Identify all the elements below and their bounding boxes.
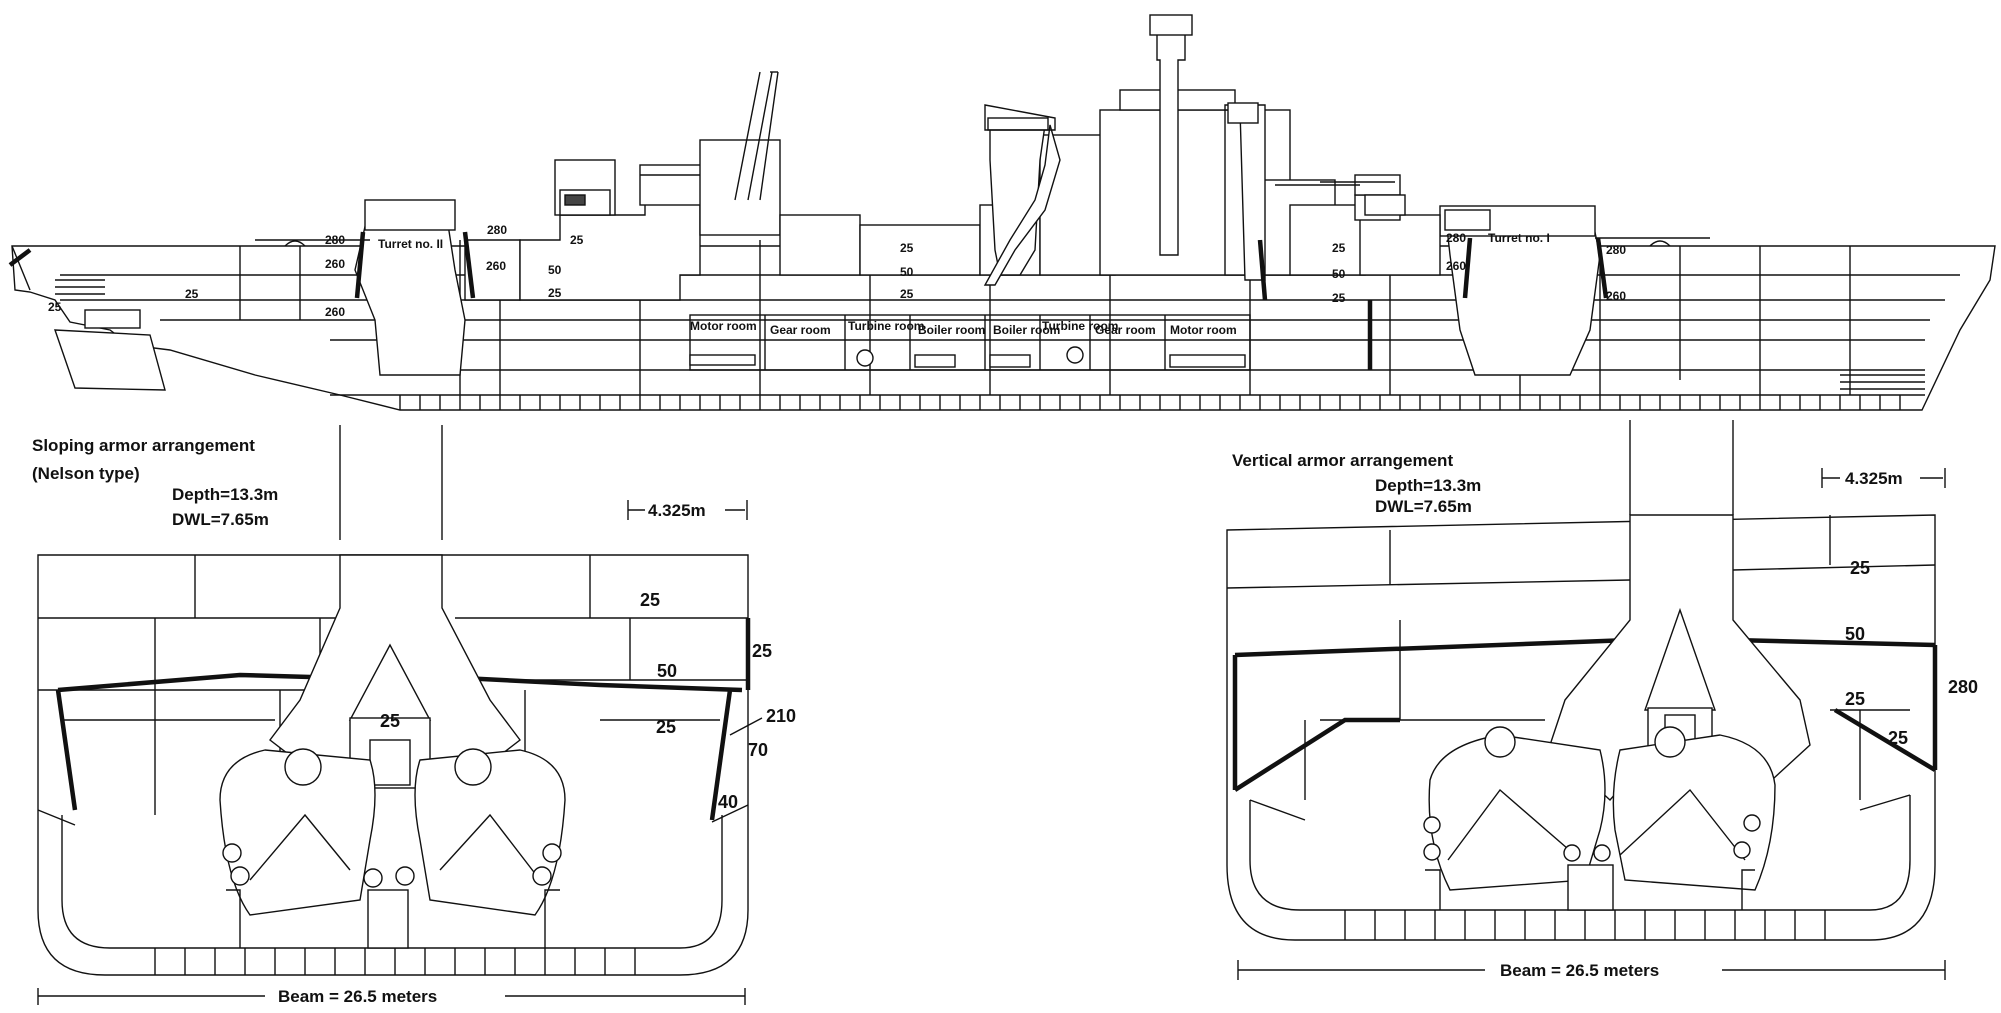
armor-label: 260 — [1606, 289, 1626, 303]
armor-value: 50 — [1845, 624, 1865, 644]
depth-label: Depth=13.3m — [172, 485, 278, 504]
room-label: Gear room — [770, 323, 831, 337]
armor-label: 25 — [48, 300, 62, 314]
armor-label: 25 — [900, 241, 914, 255]
room-label: Gear room — [1095, 323, 1156, 337]
turret-2-label: Turret no. II — [378, 237, 443, 251]
room-label: Turbine room — [848, 319, 924, 333]
armor-label: 50 — [548, 263, 562, 277]
armor-label: 25 — [1332, 241, 1346, 255]
section-title: Sloping armor arrangement — [32, 436, 255, 455]
armor-label: 260 — [1446, 259, 1466, 273]
armor-value: 25 — [656, 717, 676, 737]
armor-label: 25 — [185, 287, 199, 301]
room-label: Turbine room — [1042, 319, 1118, 333]
section-title: Vertical armor arrangement — [1232, 451, 1453, 470]
armor-value: 25 — [752, 641, 772, 661]
beam-label: Beam = 26.5 meters — [1500, 961, 1659, 980]
section-subtitle: (Nelson type) — [32, 464, 140, 483]
armor-value: 25 — [380, 711, 400, 731]
armor-label: 260 — [486, 259, 506, 273]
armor-value: 25 — [1850, 558, 1870, 578]
armor-label: 50 — [1332, 267, 1346, 281]
armor-label: 260 — [325, 305, 345, 319]
armor-value: 280 — [1948, 677, 1978, 697]
sloping-armor-section: Sloping armor arrangement (Nelson type) … — [32, 425, 796, 1006]
room-label: Motor room — [1170, 323, 1237, 337]
armor-value: 40 — [718, 792, 738, 812]
beam-label: Beam = 26.5 meters — [278, 987, 437, 1006]
armor-label: 25 — [900, 287, 914, 301]
armor-label: 50 — [900, 265, 914, 279]
armor-label: 280 — [487, 223, 507, 237]
scale-label: 4.325m — [1845, 469, 1903, 488]
armor-value: 50 — [657, 661, 677, 681]
armor-label: 25 — [570, 233, 584, 247]
scale-label: 4.325m — [648, 501, 706, 520]
armor-value: 70 — [748, 740, 768, 760]
vertical-armor-section: Vertical armor arrangement Depth=13.3m D… — [1226, 420, 1978, 980]
armor-value: 210 — [766, 706, 796, 726]
room-label: Boiler room — [993, 323, 1060, 337]
dwl-label: DWL=7.65m — [1375, 497, 1472, 516]
armor-label: 280 — [325, 233, 345, 247]
armor-label: 260 — [325, 257, 345, 271]
armor-value: 25 — [1845, 689, 1865, 709]
armor-label: 25 — [548, 286, 562, 300]
turret-1-label: Turret no. I — [1488, 231, 1550, 245]
room-label: Boiler room — [918, 323, 985, 337]
room-label: Motor room — [690, 319, 757, 333]
dwl-label: DWL=7.65m — [172, 510, 269, 529]
ship-side-profile: Turret no. II Turret no. I Motor room Ge… — [8, 14, 1996, 411]
armor-label: 280 — [1446, 231, 1466, 245]
armor-value: 25 — [640, 590, 660, 610]
armor-label: 25 — [1332, 291, 1346, 305]
armor-label: 280 — [1606, 243, 1626, 257]
depth-label: Depth=13.3m — [1375, 476, 1481, 495]
armor-value: 25 — [1888, 728, 1908, 748]
